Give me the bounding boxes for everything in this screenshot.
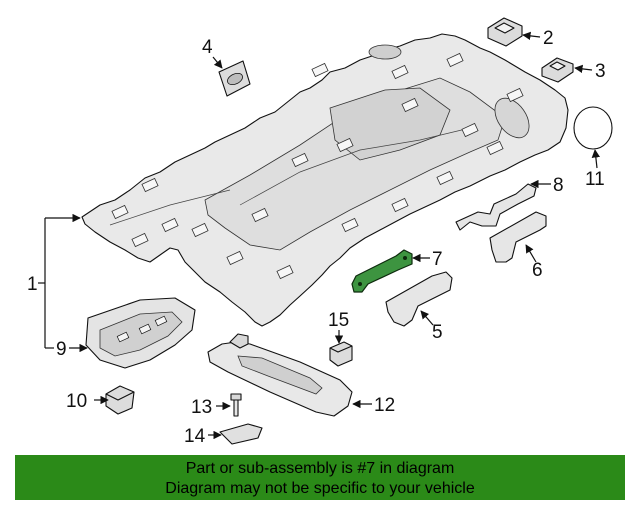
headliner-clip-hole xyxy=(401,97,419,113)
callout-14: 14 xyxy=(184,426,206,447)
headliner-clip-hole xyxy=(251,207,269,223)
headliner-clip-hole xyxy=(276,264,294,280)
headliner-clip-holes xyxy=(111,52,524,280)
callout-6: 6 xyxy=(532,260,543,281)
part-13-shank xyxy=(233,399,239,417)
headliner-clip-hole xyxy=(391,64,409,80)
leader-line-4 xyxy=(212,56,223,69)
part-11-cover xyxy=(573,106,613,150)
part-15-edge xyxy=(329,345,353,353)
part-9-button xyxy=(154,315,168,327)
part-4-bracket xyxy=(218,60,251,97)
parts-diagram: 1 2 3 4 5 6 7 8 9 10 11 12 13 14 15 xyxy=(27,17,613,447)
part-2-clip xyxy=(487,17,523,47)
callout-4: 4 xyxy=(202,37,213,58)
callout-11: 11 xyxy=(585,169,605,190)
callout-7: 7 xyxy=(432,249,443,270)
part-3-clip xyxy=(541,57,574,83)
part-12-hinge xyxy=(229,333,249,349)
part-notice-banner: Part or sub-assembly is #7 in diagram Di… xyxy=(15,455,625,500)
headliner-rib-line xyxy=(109,189,231,226)
part-9-button xyxy=(138,323,152,335)
part-12-sun-visor xyxy=(207,333,353,417)
part-10-edge xyxy=(105,391,135,401)
part-13-screw xyxy=(230,393,242,417)
headliner-clip-hole xyxy=(461,122,479,138)
callout-5: 5 xyxy=(432,322,443,343)
headliner-rear-cutout xyxy=(368,44,402,60)
headliner-clip-hole xyxy=(141,177,159,193)
callout-12: 12 xyxy=(374,395,395,416)
headliner-clip-hole xyxy=(486,140,504,156)
part-7-body xyxy=(351,249,413,293)
leader-line-11 xyxy=(591,149,601,169)
headliner-clip-hole xyxy=(161,217,179,233)
leader-line-6 xyxy=(525,244,537,263)
banner-line-disclaimer: Diagram may not be specific to your vehi… xyxy=(165,480,475,497)
headliner-clip-hole xyxy=(506,87,524,103)
callout-3: 3 xyxy=(595,61,606,82)
headliner-clip-hole xyxy=(336,137,354,153)
headliner-rib-line xyxy=(239,127,471,206)
part-15-clip xyxy=(329,341,353,367)
headliner-lamp-cutout xyxy=(494,97,530,139)
part-13-head xyxy=(230,393,242,401)
headliner-clip-hole xyxy=(131,232,149,248)
callout-2: 2 xyxy=(543,28,554,49)
part-5-grab-handle xyxy=(385,271,453,327)
part-9-button xyxy=(116,331,130,343)
part-12-mirror xyxy=(237,355,323,395)
part-7-bracket xyxy=(351,249,413,293)
headliner-clip-hole xyxy=(226,250,244,266)
part-6-grab-handle xyxy=(489,211,547,263)
headliner-clip-hole xyxy=(111,204,129,220)
part-7-hole xyxy=(358,282,362,286)
leader-line-2 xyxy=(522,31,541,41)
part-14-pad xyxy=(219,423,263,445)
part-8-bracket xyxy=(455,183,537,231)
callout-1: 1 xyxy=(27,274,38,295)
part-3-top xyxy=(549,61,566,71)
headliner-clip-hole xyxy=(436,170,454,186)
leader-line-3 xyxy=(574,64,593,74)
leader-line-5 xyxy=(420,310,434,326)
part-10-clip xyxy=(105,385,135,415)
callout-10: 10 xyxy=(66,391,87,412)
part-2-top xyxy=(494,22,515,34)
callout-9: 9 xyxy=(56,339,67,360)
headliner-clip-hole xyxy=(391,197,409,213)
callout-8: 8 xyxy=(553,175,564,196)
part-4-opening xyxy=(227,72,243,86)
headliner-clip-hole xyxy=(341,217,359,233)
callout-13: 13 xyxy=(191,397,212,418)
callout-15: 15 xyxy=(328,310,349,331)
banner-line-part-number: Part or sub-assembly is #7 in diagram xyxy=(185,460,455,477)
headliner-clip-hole xyxy=(291,152,309,168)
headliner xyxy=(81,33,569,327)
part-9-console xyxy=(85,297,196,369)
part-7-hole xyxy=(403,256,407,260)
part-15-body xyxy=(329,341,353,367)
part-10-body xyxy=(105,385,135,415)
headliner-clip-hole xyxy=(311,62,329,78)
headliner-clip-hole xyxy=(446,52,464,68)
headliner-clip-hole xyxy=(191,222,209,238)
